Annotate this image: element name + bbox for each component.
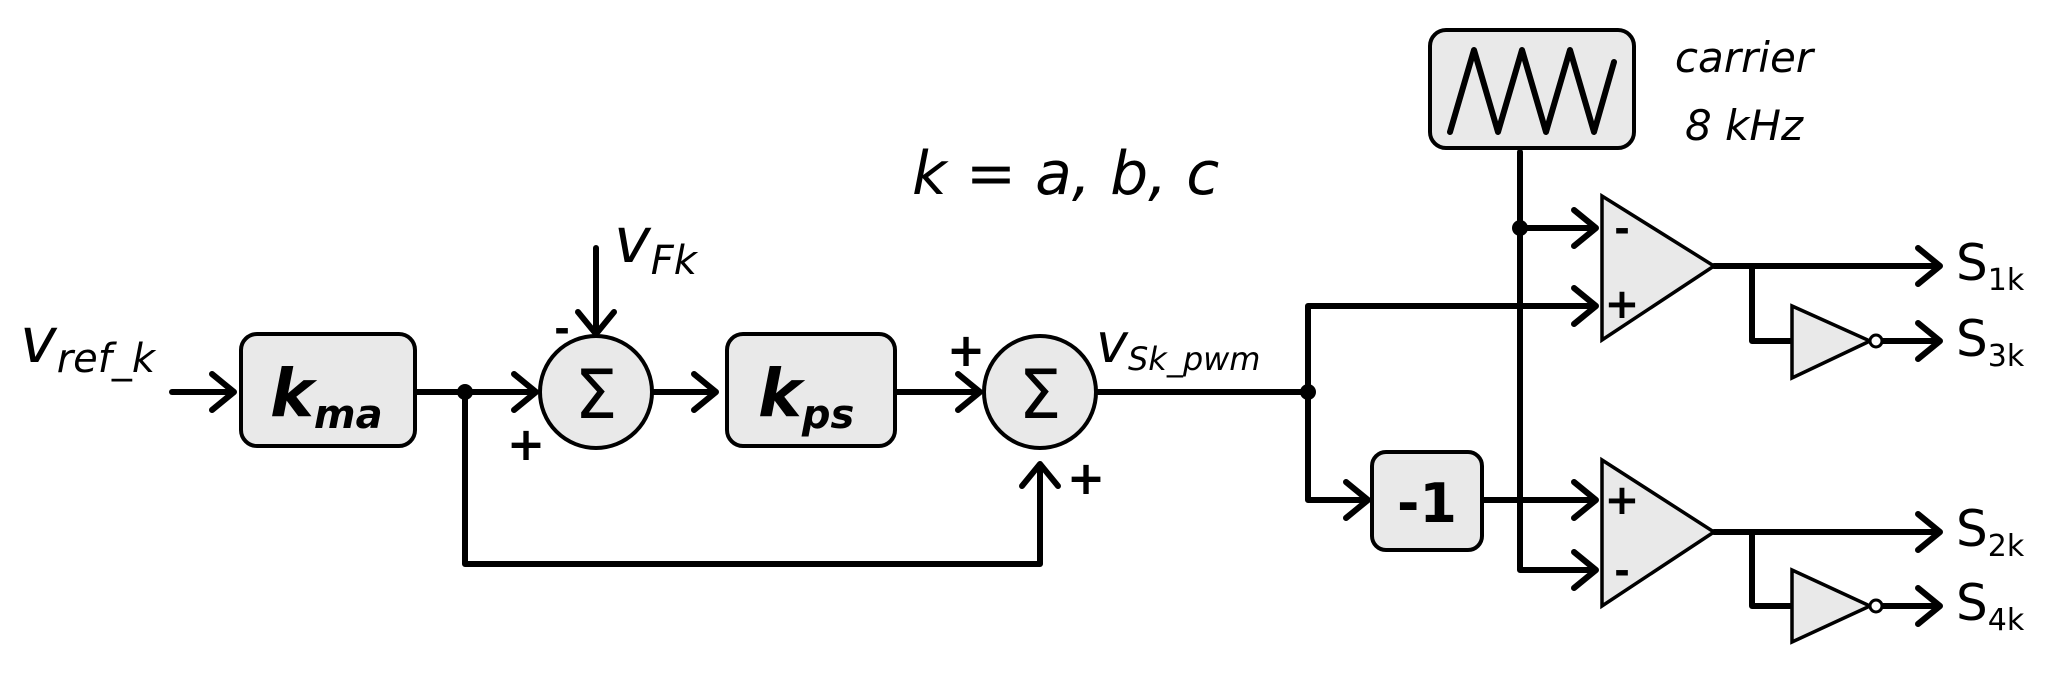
bottom-inverter <box>1790 567 1875 645</box>
output-s1k: S1k <box>1956 234 2025 298</box>
sum1-plus-sign: + <box>507 417 546 471</box>
summing-junction-2 <box>982 334 1098 450</box>
kps-gain-block <box>725 332 897 448</box>
bottom-comparator-minus-sign: - <box>1614 549 1630 593</box>
sum2-input-arrow <box>955 371 983 413</box>
s3k-arrow <box>1915 320 1943 362</box>
top-inverter-input-wire <box>1749 263 1793 344</box>
carrier-wire <box>1517 149 1595 573</box>
s1k-arrow <box>1915 245 1943 287</box>
feedforward-wire <box>462 389 1043 567</box>
bottom-inverter-bubble <box>1868 598 1884 614</box>
bottom-comparator-minus-arrow <box>1571 549 1599 591</box>
triangle-wave-icon <box>1447 47 1617 135</box>
sum2-plus-sign-left: + <box>947 323 986 377</box>
top-comparator-minus-sign: - <box>1614 207 1630 251</box>
sum1-sigma: Σ <box>575 356 618 435</box>
s2k-arrow <box>1915 511 1943 553</box>
vsk-to-top-comparator-wire <box>1305 303 1595 395</box>
top-comparator-plus-sign: + <box>1604 279 1639 328</box>
carrier-frequency-label: 8 kHz <box>1685 101 1804 150</box>
k-index-annotation: k = a, b, c <box>912 139 1219 209</box>
neg-one-input-arrow <box>1343 479 1371 521</box>
v-ref-label: vref_k <box>20 304 157 382</box>
sum2-plus-sign-bottom: + <box>1067 451 1106 505</box>
input-arrow <box>209 371 237 413</box>
kma-label: kma <box>270 355 383 438</box>
bottom-inverter-input-wire <box>1749 529 1793 609</box>
output-s4k: S4k <box>1956 574 2025 638</box>
carrier-label: carrier <box>1675 33 1816 82</box>
output-s3k: S3k <box>1956 310 2025 374</box>
kps-input-arrow <box>691 371 719 413</box>
neg-one-block <box>1370 450 1484 552</box>
top-inverter-bubble <box>1868 333 1884 349</box>
summing-junction-1 <box>538 334 654 450</box>
bottom-comparator <box>1600 456 1718 610</box>
bottom-comparator-plus-arrow <box>1571 479 1599 521</box>
top-inverter <box>1790 303 1875 381</box>
v-fk-label: vFk <box>614 204 699 284</box>
s4k-arrow <box>1915 585 1943 627</box>
top-comparator-minus-arrow <box>1571 207 1599 249</box>
sum2-sigma: Σ <box>1019 356 1062 435</box>
output-s2k: S2k <box>1956 500 2025 564</box>
sum1-minus-sign: - <box>554 307 570 351</box>
kma-gain-block <box>239 332 417 448</box>
bottom-comparator-plus-sign: + <box>1604 475 1639 524</box>
top-comparator-plus-arrow <box>1571 285 1599 327</box>
neg-one-label: -1 <box>1397 472 1457 535</box>
vsk-to-neg-one-wire <box>1305 389 1367 503</box>
kps-label: kps <box>758 355 854 438</box>
top-comparator <box>1600 192 1718 344</box>
sum1-input-arrow <box>511 371 539 413</box>
v-sk-pwm-label: vSk_pwm <box>1096 312 1260 378</box>
sum2-bottom-arrow <box>1019 461 1061 489</box>
carrier-junction <box>1512 220 1528 236</box>
